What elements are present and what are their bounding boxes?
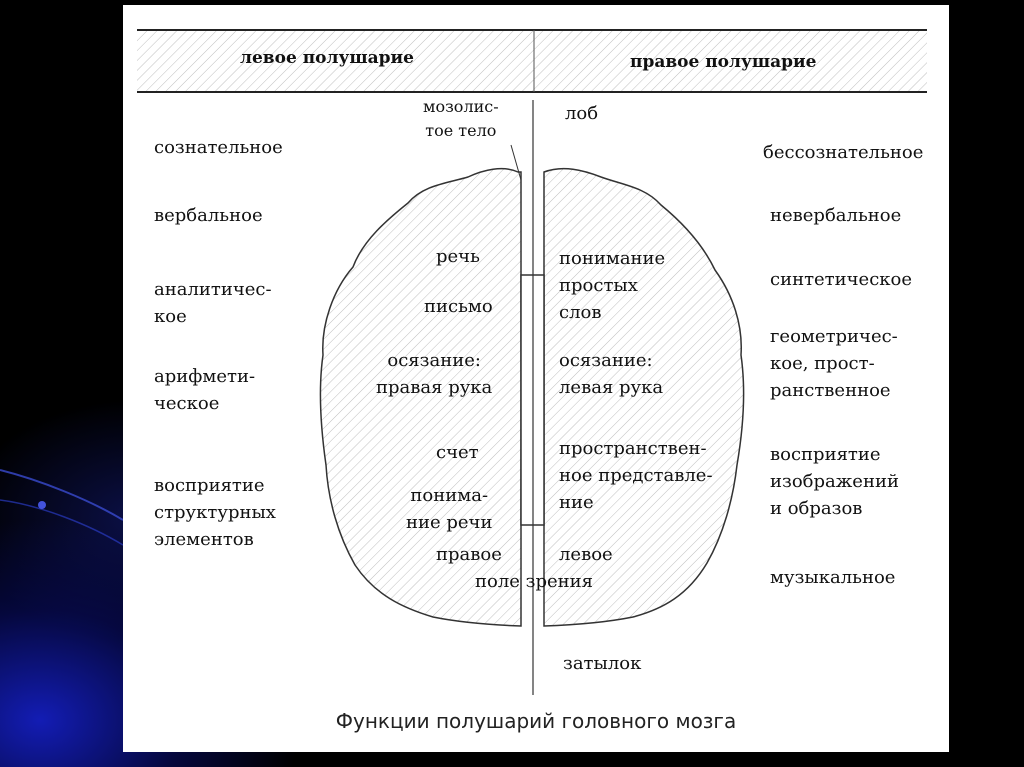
left-label-counting: счет (436, 442, 479, 463)
right-function-3: синтетическое (770, 269, 913, 290)
right-function-2: невербальное (770, 205, 902, 226)
header-right-label: правое полушарие (630, 52, 817, 72)
left-function-5: восприятие структурных элементов (154, 475, 276, 550)
left-function-1: сознательное (154, 137, 283, 158)
right-hemisphere (543, 167, 745, 627)
left-hemisphere (319, 167, 522, 627)
right-label-left-field: левое (559, 544, 613, 565)
callus-pointer (510, 144, 522, 181)
left-label-right-field: правое (436, 544, 502, 565)
slide: левое полушарие правое полушарие мозолис… (123, 5, 949, 752)
left-label-speech-understanding: понима- ние речи (406, 485, 493, 533)
callus-label: мозолис- тое тело (423, 97, 499, 140)
left-function-2: вербальное (154, 205, 263, 226)
right-label-spatial: пространствен- ное представле- ние (559, 438, 713, 513)
right-function-5: восприятие изображений и образов (770, 444, 899, 519)
brain-diagram (137, 29, 927, 695)
right-function-6: музыкальное (770, 567, 896, 588)
visual-field-label: поле зрения (475, 571, 593, 592)
header-left-label: левое полушарие (240, 48, 414, 68)
header-band (137, 30, 927, 92)
left-function-3: аналитичес- кое (154, 279, 272, 327)
left-function-4: арифмети- ческое (154, 366, 256, 414)
back-label: затылок (563, 653, 642, 674)
right-function-4: геометричес- кое, прост- ранственное (770, 326, 898, 401)
left-label-speech: речь (436, 246, 480, 267)
left-label-touch: осязание: правая рука (376, 350, 493, 398)
front-label: лоб (565, 103, 599, 124)
right-label-touch: осязание: левая рука (559, 350, 664, 398)
caption: Функции полушарий головного мозга (335, 709, 737, 733)
right-function-1: бессознательное (763, 142, 924, 163)
left-label-writing: письмо (424, 296, 493, 317)
right-label-simple-words: понимание простых слов (559, 248, 666, 323)
